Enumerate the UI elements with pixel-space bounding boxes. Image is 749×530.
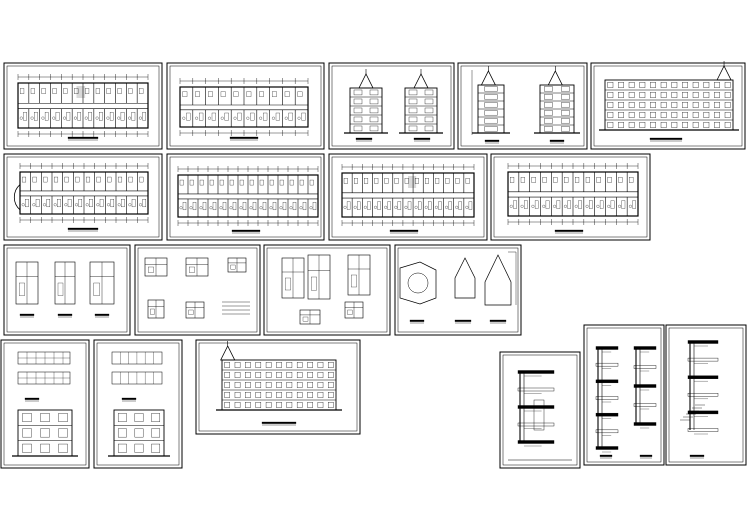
drawing-main-elevation bbox=[590, 61, 746, 150]
drawing-roof-floor-plan bbox=[490, 153, 651, 241]
drawing-first-floor-plan bbox=[3, 62, 163, 150]
drawing-side-elevations bbox=[328, 62, 455, 150]
drawing-wall-section-a bbox=[499, 351, 581, 469]
drawing-building-sections bbox=[457, 62, 588, 150]
drawing-ground-floor-plan bbox=[166, 62, 325, 150]
drawing-stair-detail-b bbox=[93, 339, 183, 469]
drawing-facade-details bbox=[263, 244, 391, 336]
drawing-rear-elevation bbox=[195, 339, 361, 435]
drawing-third-floor-plan bbox=[166, 153, 325, 241]
drawing-door-details bbox=[134, 244, 261, 336]
drawing-fourth-floor-plan bbox=[328, 153, 488, 241]
drawing-wall-section-c bbox=[665, 324, 747, 466]
drawing-window-details bbox=[3, 244, 131, 336]
drawing-stair-detail-a bbox=[0, 339, 90, 469]
drawing-roof-tower-details bbox=[394, 244, 522, 336]
drawing-wall-section-b bbox=[583, 324, 665, 466]
drawing-second-floor-plan bbox=[3, 153, 163, 241]
